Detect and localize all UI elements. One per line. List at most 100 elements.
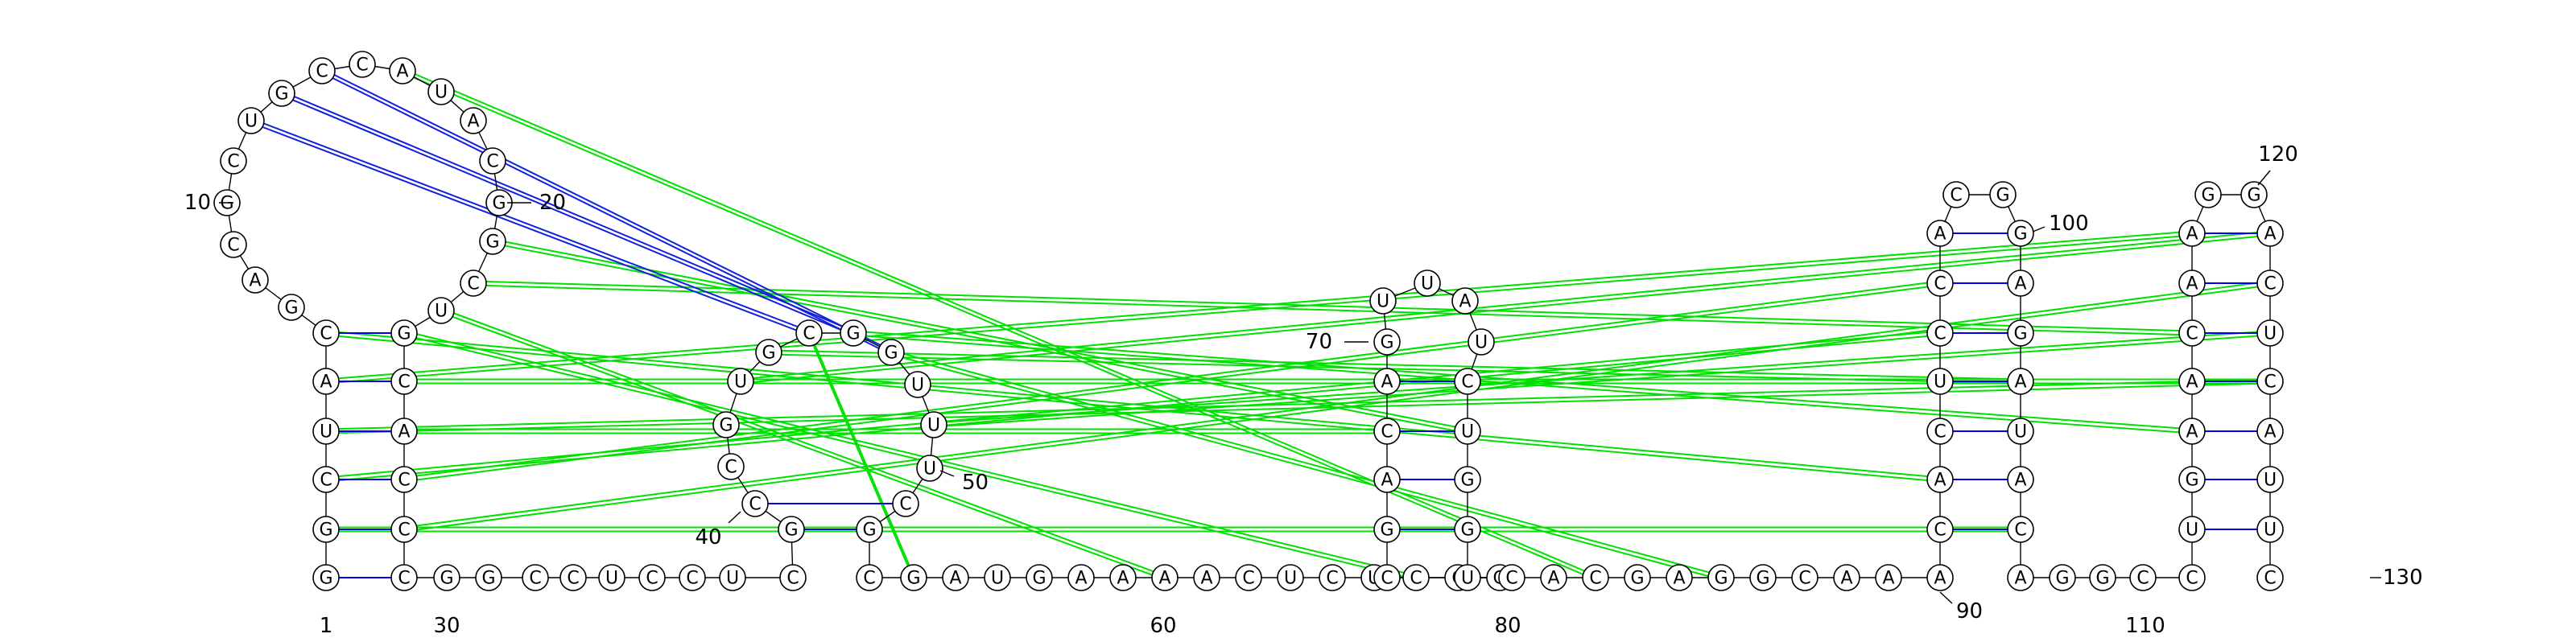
- nucleotide: G: [900, 564, 927, 591]
- nucleotide-letter: G: [2055, 569, 2069, 589]
- tertiary-interaction-line: [403, 280, 2271, 529]
- nucleotide-letter: U: [435, 302, 448, 322]
- nucleotide-circle: [2194, 181, 2222, 208]
- nucleotide: A: [1833, 564, 1860, 591]
- nucleotide: C: [679, 564, 706, 591]
- nucleotide-letter: C: [467, 274, 479, 294]
- nucleotide: U: [984, 564, 1011, 591]
- nucleotide-circle: [2256, 466, 2284, 493]
- nucleotide-letter: A: [949, 569, 961, 589]
- nucleotide: C: [1926, 319, 1954, 347]
- nucleotide-letter: A: [1381, 372, 1393, 393]
- tertiary-interaction-line: [933, 334, 2271, 428]
- nucleotide: C: [779, 564, 807, 591]
- nucleotide-letter: G: [319, 569, 332, 589]
- nucleotide-circle: [427, 297, 455, 324]
- nucleotide: A: [2178, 368, 2206, 395]
- nucleotide-circle: [712, 411, 740, 438]
- nucleotide: C: [312, 466, 340, 493]
- nucleotide-letter: G: [906, 569, 920, 589]
- nucleotide: A: [1926, 466, 1954, 493]
- nucleotide-circle: [312, 564, 340, 591]
- nucleotide: A: [2256, 220, 2284, 247]
- nucleotide: G: [877, 339, 905, 366]
- nucleotide: C: [1582, 564, 1609, 591]
- nucleotide-letter: A: [2264, 422, 2276, 442]
- nucleotide-circle: [312, 418, 340, 445]
- tertiary-interaction-line: [325, 334, 1941, 483]
- nucleotide-letter: C: [724, 458, 737, 478]
- nucleotide-circle: [1540, 564, 1567, 591]
- tertiary-interaction-line: [933, 330, 2271, 424]
- nucleotide: C: [390, 564, 418, 591]
- number-tick: [728, 511, 741, 524]
- tertiary-interaction-line: [890, 353, 1722, 581]
- nucleotide-circle: [460, 107, 487, 134]
- nucleotide: U: [1454, 418, 1481, 445]
- tertiary-interaction-line: [808, 331, 914, 576]
- nucleotide-circle: [312, 319, 340, 347]
- nucleotide-circle: [1468, 328, 1495, 356]
- nucleotide-circle: [2007, 564, 2034, 591]
- nucleotide-letter: A: [398, 422, 410, 442]
- nucleotide-circle: [390, 564, 418, 591]
- nucleotide-circle: [312, 368, 340, 395]
- nucleotide-letter: C: [486, 152, 498, 172]
- nucleotide-letter: C: [1589, 569, 1601, 589]
- nucleotide-letter: A: [2014, 274, 2026, 294]
- tertiary-interaction-line: [473, 284, 2193, 336]
- nucleotide-circle: [1151, 564, 1179, 591]
- tertiary-interaction-line: [402, 68, 1596, 577]
- nucleotide: A: [1875, 564, 1902, 591]
- nucleotide-circle: [2007, 270, 2034, 297]
- nucleotide-letter: G: [862, 521, 876, 541]
- nucleotide: C: [479, 147, 506, 175]
- nucleotide-circle: [1624, 564, 1651, 591]
- nucleotide: G: [2240, 181, 2268, 208]
- nucleotide: C: [638, 564, 666, 591]
- nucleotide: A: [2007, 564, 2034, 591]
- nucleotide-circle: [1319, 564, 1346, 591]
- nucleotide-letter: C: [1950, 186, 1962, 206]
- nucleotide: G: [2007, 220, 2034, 247]
- tertiary-interaction-line: [281, 94, 854, 336]
- nucleotide-letter: C: [1381, 422, 1393, 442]
- nucleotide-circle: [220, 231, 247, 258]
- nucleotide-letter: C: [1326, 569, 1338, 589]
- nucleotide: G: [485, 189, 513, 216]
- nucleotide-circle: [479, 228, 506, 255]
- nucleotide: G: [2178, 466, 2206, 493]
- nucleotide: U: [312, 418, 340, 445]
- nucleotide: A: [942, 564, 969, 591]
- nucleotide-letter: A: [1117, 569, 1129, 589]
- nucleotide-circle: [479, 147, 506, 175]
- nucleotide-circle: [237, 107, 265, 134]
- nucleotide: C: [1373, 564, 1401, 591]
- nucleotide-circle: [942, 564, 969, 591]
- nucleotide: C: [349, 51, 376, 78]
- nucleotide-circle: [308, 57, 336, 84]
- nucleotide: A: [2178, 418, 2206, 445]
- nucleotide-letter: A: [1547, 569, 1559, 589]
- nucleotide-circle: [679, 564, 706, 591]
- nucleotide-letter: C: [1798, 569, 1810, 589]
- nucleotide: C: [390, 368, 418, 395]
- nucleotide-letter: U: [1475, 333, 1488, 353]
- nucleotide-circle: [1454, 564, 1481, 591]
- nucleotide-circle: [1833, 564, 1860, 591]
- nucleotide: G: [1373, 516, 1401, 543]
- nucleotide-letter: G: [1460, 471, 1474, 491]
- nucleotide: C: [1926, 418, 1954, 445]
- nucleotide: A: [2178, 270, 2206, 297]
- nucleotide-circle: [1373, 368, 1401, 395]
- tertiary-interaction-line: [403, 280, 1941, 479]
- nucleotide-circle: [1454, 368, 1481, 395]
- nucleotide-circle: [856, 564, 883, 591]
- nucleotide-letter: U: [435, 83, 448, 103]
- nucleotide-letter: A: [1934, 471, 1946, 491]
- nucleotide: U: [1926, 368, 1954, 395]
- nucleotide-letter: G: [275, 84, 288, 105]
- nucleotide-letter: C: [1934, 274, 1946, 294]
